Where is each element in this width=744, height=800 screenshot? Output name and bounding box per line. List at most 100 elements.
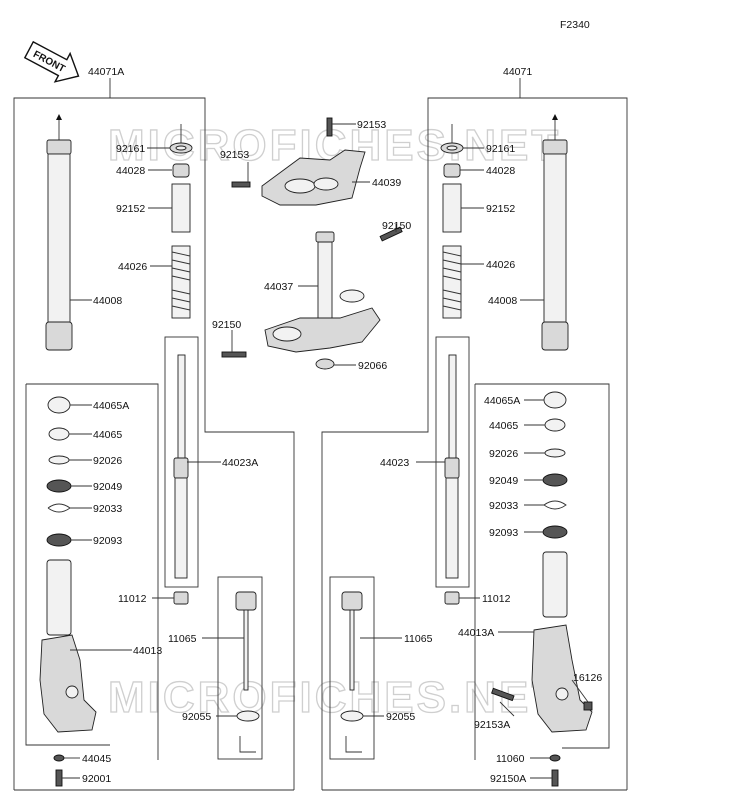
label-92153A: 92153A: [474, 719, 510, 731]
bracket-bolt-92153-top: [326, 117, 333, 137]
left-damper-44023A: [173, 354, 189, 579]
label-92150A: 92150A: [490, 773, 526, 785]
label-44037: 44037: [264, 281, 293, 293]
label-11065-right: 11065: [404, 633, 433, 645]
label-92033-left: 92033: [93, 503, 122, 515]
label-92152-right: 92152: [486, 203, 515, 215]
label-11012-right: 11012: [482, 593, 511, 605]
left-rod-end: [239, 736, 256, 753]
right-pin-16126: [583, 701, 593, 711]
label-11060: 11060: [496, 753, 525, 765]
left-rod-11065: [235, 591, 257, 691]
left-washer-92026: [48, 455, 70, 465]
right-spacer-92152: [442, 183, 462, 233]
label-92150-lower: 92150: [212, 319, 241, 331]
watermark-bottom: MICROFICHES.NET: [108, 673, 561, 722]
label-44065-right: 44065: [489, 420, 518, 432]
label-92093-right: 92093: [489, 527, 518, 539]
label-92161-left: 92161: [116, 143, 145, 155]
label-44013A: 44013A: [458, 627, 494, 639]
label-92055-right: 92055: [386, 711, 415, 723]
label-92066: 92066: [358, 360, 387, 372]
right-bolt-92153A: [491, 687, 515, 702]
label-44013: 44013: [133, 645, 162, 657]
lower-bracket-44037: [264, 231, 381, 353]
label-44026-left: 44026: [118, 261, 147, 273]
label-44028-right: 44028: [486, 165, 515, 177]
right-bolt-92150A: [551, 769, 559, 787]
bracket-bolt-92150-upper: [379, 226, 403, 242]
right-cap-bolt-92161: [440, 124, 464, 154]
label-44065-left: 44065: [93, 429, 122, 441]
left-bushing-44065: [48, 427, 70, 441]
left-outer-tube-44013: [39, 559, 97, 733]
bracket-bolt-92150-lower: [221, 351, 247, 358]
label-92001: 92001: [82, 773, 111, 785]
label-92055-left: 92055: [182, 711, 211, 723]
steering-seal-92066: [315, 358, 335, 370]
label-92153-top: 92153: [357, 119, 386, 131]
label-44023A: 44023A: [222, 457, 258, 469]
label-44065A-right: 44065A: [484, 395, 520, 407]
label-44008-right: 44008: [488, 295, 517, 307]
label-11065-left: 11065: [168, 633, 197, 645]
left-spacer-92152: [171, 183, 191, 233]
upper-bracket-44039: [261, 149, 366, 206]
right-bushing-44065: [544, 418, 566, 432]
right-washer-11060: [549, 754, 561, 762]
label-44028-left: 44028: [116, 165, 145, 177]
front-arrow-icon: FRONT: [23, 40, 80, 83]
left-fork-tube-44008: [45, 114, 73, 351]
label-44071: 44071: [503, 66, 532, 78]
part-labels: 44071A 92161 44028 92152 44026 44008 440…: [82, 66, 602, 785]
label-92026-left: 92026: [93, 455, 122, 467]
right-ring-44065A: [543, 391, 567, 409]
left-seal-92049: [46, 479, 72, 493]
label-44071A: 44071A: [88, 66, 124, 78]
left-dust-seal-92093: [46, 533, 72, 547]
left-cap-bolt-92161: [169, 124, 193, 154]
right-seal-92049: [542, 473, 568, 487]
label-11012-left: 11012: [118, 593, 147, 605]
left-clip-92033: [47, 503, 71, 513]
label-44023: 44023: [380, 457, 409, 469]
label-44026-right: 44026: [486, 259, 515, 271]
right-clip-92033: [543, 500, 567, 510]
label-92153-side: 92153: [220, 149, 249, 161]
right-damper-44023: [444, 354, 460, 579]
left-cap-44028: [172, 163, 190, 178]
right-rod-11065: [341, 591, 363, 691]
label-92161-right: 92161: [486, 143, 515, 155]
label-92033-right: 92033: [489, 500, 518, 512]
label-92152-left: 92152: [116, 203, 145, 215]
left-bolt-92001: [55, 769, 63, 787]
diagram-code: F2340: [560, 19, 590, 31]
label-92049-right: 92049: [489, 475, 518, 487]
left-oring-92055: [236, 710, 260, 722]
bracket-bolt-92153-side: [231, 181, 251, 188]
label-44008-left: 44008: [93, 295, 122, 307]
right-outer-tube-44013A: [531, 551, 593, 733]
leader-lines: [62, 123, 589, 779]
right-spring-44026: [442, 245, 462, 319]
left-spring-44026: [171, 245, 191, 319]
label-92150-upper: 92150: [382, 220, 411, 232]
right-oring-92055: [340, 710, 364, 722]
label-92093-left: 92093: [93, 535, 122, 547]
left-washer-44045: [53, 754, 65, 762]
right-fork-tube-44008: [541, 114, 569, 351]
right-washer-92026: [544, 448, 566, 458]
label-44065A-left: 44065A: [93, 400, 129, 412]
label-44045: 44045: [82, 753, 111, 765]
left-collar-11012: [173, 591, 189, 605]
label-16126: 16126: [573, 672, 602, 684]
label-92026-right: 92026: [489, 448, 518, 460]
right-fork-outline: [321, 78, 628, 791]
right-rod-end: [345, 736, 362, 753]
right-collar-11012: [444, 591, 460, 605]
label-92049-left: 92049: [93, 481, 122, 493]
right-dust-seal-92093: [542, 525, 568, 539]
right-cap-44028: [443, 163, 461, 178]
label-44039: 44039: [372, 177, 401, 189]
left-ring-44065A: [47, 396, 71, 414]
